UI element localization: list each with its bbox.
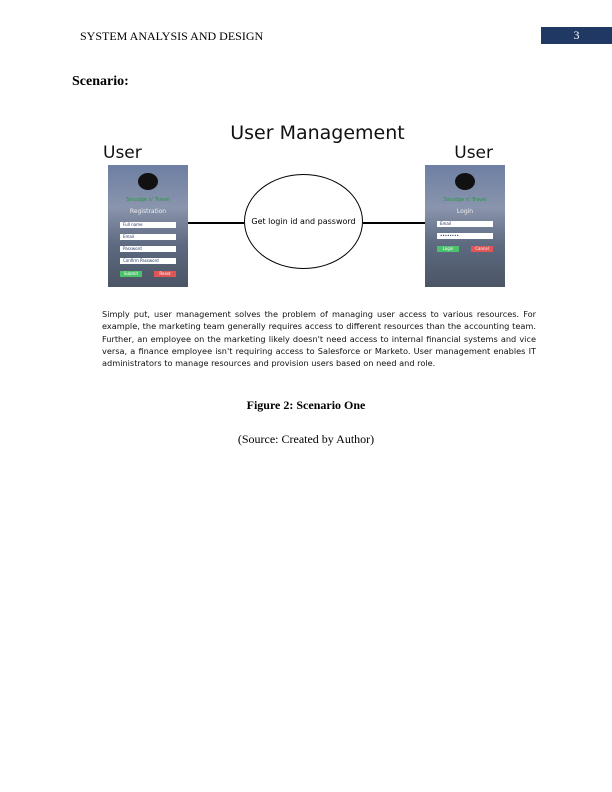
registration-screen: Smudge n' Travel Registration Full name … (108, 165, 188, 287)
process-ellipse: Get login id and password (244, 174, 363, 269)
brand-name: Smudge n' Travel (443, 197, 487, 203)
cancel-button: Cancel (471, 246, 493, 252)
email-field: Email (120, 234, 176, 240)
globe-plane-logo-icon (138, 173, 158, 190)
login-button: Login (437, 246, 459, 252)
figure-title: User Management (230, 122, 405, 144)
globe-plane-logo-icon (455, 173, 475, 190)
section-heading: Scenario: (72, 74, 129, 89)
login-title: Login (456, 208, 474, 215)
figure-caption: Figure 2: Scenario One (246, 398, 366, 412)
figure-source: (Source: Created by Author) (237, 432, 375, 446)
figure-paragraph: Simply put, user management solves the p… (102, 309, 536, 369)
login-screen: Smudge n' Travel Login Email •••••••• Lo… (425, 165, 505, 287)
right-user-label: User (454, 143, 493, 163)
registration-title: Registration (129, 208, 167, 215)
page-number: 3 (541, 27, 612, 44)
connector-line-right (363, 222, 425, 224)
reset-button: Reset (154, 271, 176, 277)
submit-button: Submit (120, 271, 142, 277)
full-name-field: Full name (120, 222, 176, 228)
login-email-field: Email (437, 221, 493, 227)
running-header: SYSTEM ANALYSIS AND DESIGN (80, 29, 264, 43)
password-field: Password (120, 246, 176, 252)
confirm-password-field: Confirm Password (120, 258, 176, 264)
ellipse-text: Get login id and password (251, 217, 356, 226)
brand-name: Smudge n' Travel (126, 197, 170, 203)
user-management-figure: User Management User User Smudge n' Trav… (97, 110, 538, 376)
connector-line-left (188, 222, 244, 224)
left-user-label: User (103, 143, 142, 163)
login-password-field: •••••••• (437, 233, 493, 239)
